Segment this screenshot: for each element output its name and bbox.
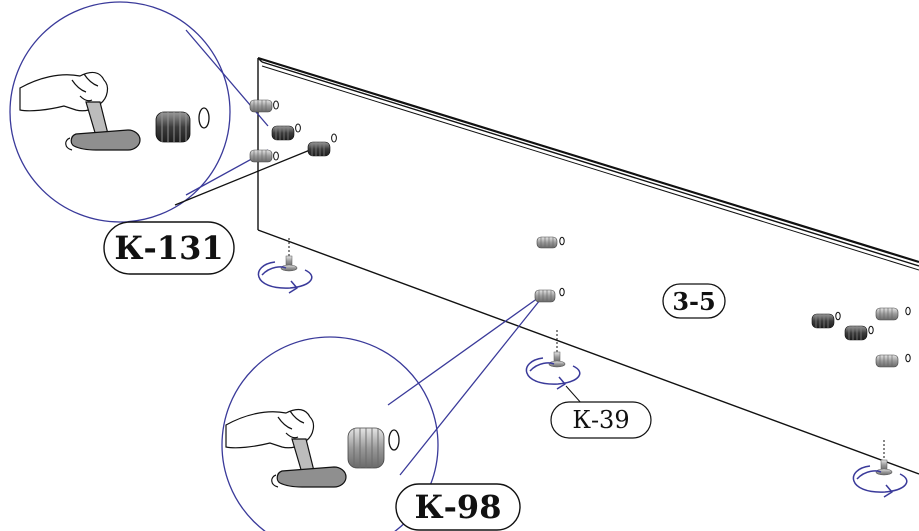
callout-k131 bbox=[9, 1, 311, 223]
hand-with-hammer-icon bbox=[19, 71, 141, 151]
rotate-arrow-icon bbox=[257, 261, 313, 294]
adjustable-foot-icon bbox=[548, 351, 566, 368]
adjustable-foot-icon bbox=[875, 459, 893, 476]
hole-icon bbox=[905, 306, 911, 316]
threaded-insert-icon bbox=[271, 125, 295, 141]
threaded-insert-icon bbox=[811, 313, 835, 329]
label-panel-text: 3-5 bbox=[672, 287, 715, 316]
dowel-group-left bbox=[249, 99, 337, 163]
rotate-arrow-icon bbox=[525, 357, 581, 390]
label-k98-text: К-98 bbox=[415, 488, 502, 526]
adjustable-foot-icon bbox=[280, 255, 298, 272]
threaded-insert-icon bbox=[844, 325, 868, 341]
dowel-group-middle bbox=[534, 236, 565, 303]
threaded-insert-icon bbox=[347, 427, 385, 469]
label-panel: 3-5 bbox=[662, 283, 726, 319]
adjustable-foot-right bbox=[852, 440, 908, 498]
hole-icon bbox=[559, 236, 565, 246]
panel bbox=[257, 56, 919, 475]
label-k39: К-39 bbox=[550, 401, 652, 439]
threaded-insert-icon bbox=[875, 307, 899, 321]
hole-icon bbox=[273, 100, 279, 110]
label-k98: К-98 bbox=[395, 483, 521, 531]
hole-icon bbox=[273, 151, 279, 161]
hole-icon bbox=[868, 325, 874, 335]
label-k131: К-131 bbox=[103, 221, 235, 275]
label-k131-text: К-131 bbox=[114, 229, 223, 267]
threaded-insert-icon bbox=[534, 289, 556, 303]
hand-with-hammer-icon bbox=[225, 408, 347, 488]
hole-icon bbox=[905, 353, 911, 363]
adjustable-foot-left bbox=[257, 238, 313, 294]
adjustable-foot-middle bbox=[525, 330, 583, 405]
hole-icon bbox=[331, 133, 337, 143]
threaded-insert-icon bbox=[536, 236, 558, 249]
hole-icon bbox=[295, 123, 301, 133]
label-k39-text: К-39 bbox=[572, 406, 629, 434]
threaded-insert-icon bbox=[249, 149, 273, 163]
hole-icon bbox=[198, 107, 210, 129]
threaded-insert-icon bbox=[249, 99, 273, 113]
hole-icon bbox=[388, 429, 400, 451]
threaded-insert-icon bbox=[155, 111, 191, 143]
hole-icon bbox=[559, 287, 565, 297]
rotate-arrow-icon bbox=[852, 465, 908, 498]
dowel-group-right bbox=[811, 306, 911, 368]
threaded-insert-icon bbox=[307, 141, 331, 157]
threaded-insert-icon bbox=[875, 354, 899, 368]
callout-k98 bbox=[221, 297, 541, 531]
hole-icon bbox=[835, 311, 841, 321]
